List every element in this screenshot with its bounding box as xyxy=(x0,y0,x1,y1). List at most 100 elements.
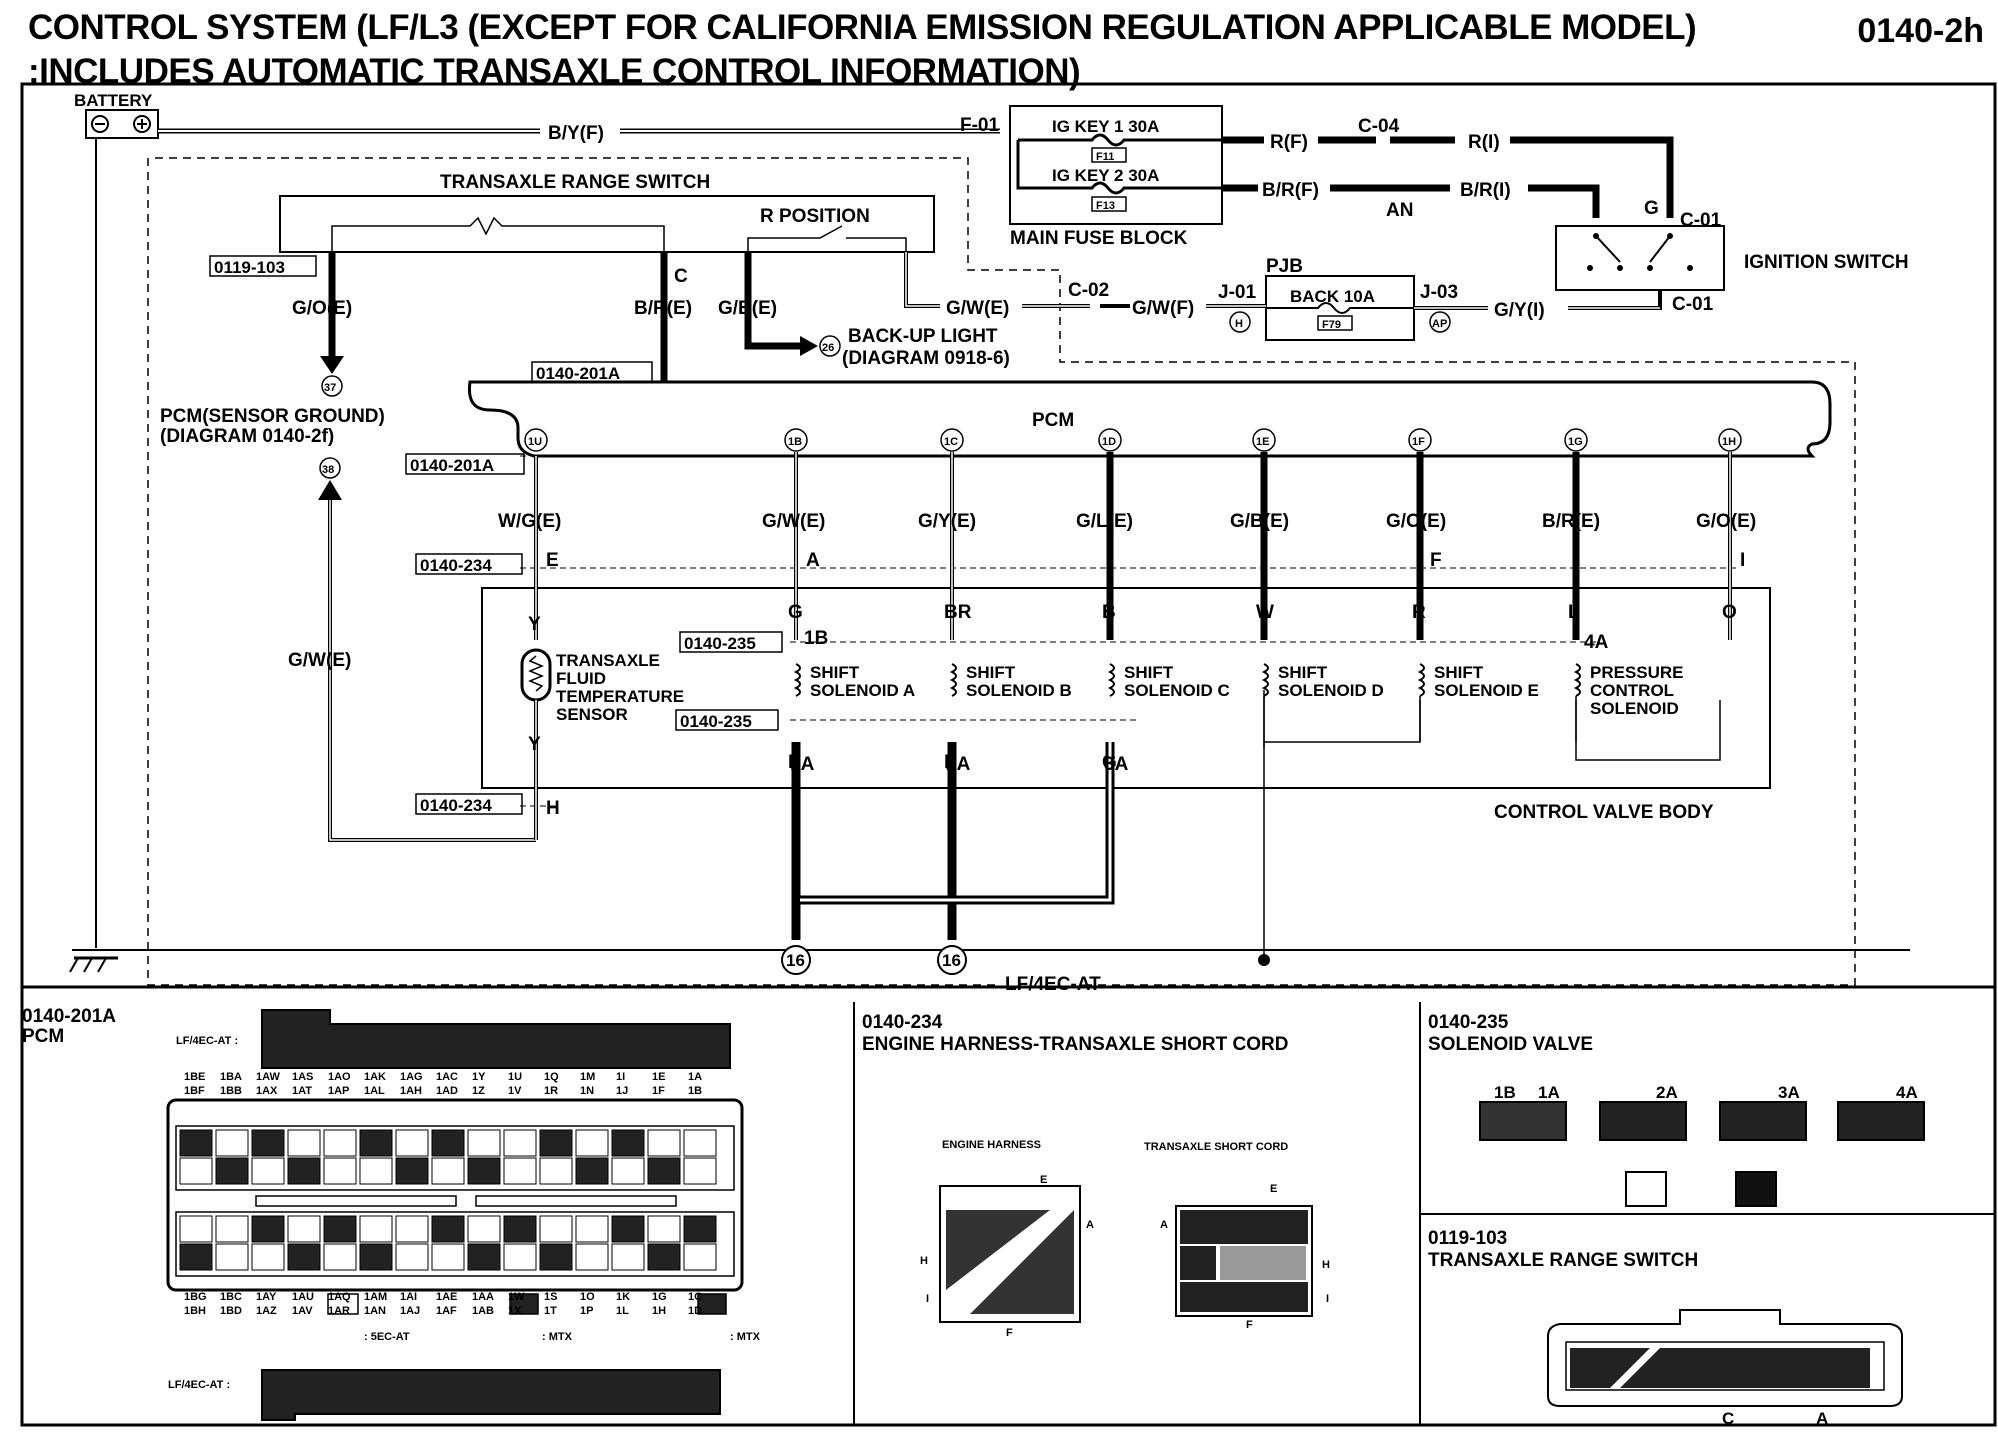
p1-pin-label: 1C xyxy=(688,1291,702,1303)
wire-byf-label: B/Y(F) xyxy=(548,123,604,144)
p4-c-label: C xyxy=(1722,1409,1734,1428)
p2-engine-harness: ENGINE HARNESS xyxy=(942,1139,1041,1151)
p2-code: 0140-234 xyxy=(862,1012,943,1033)
p1-pin-label: 1AA xyxy=(472,1291,494,1303)
p3-pin-3a: 3A xyxy=(1778,1083,1800,1102)
pcm-pin-marker xyxy=(1098,428,1122,452)
p1-pin-label: 1L xyxy=(616,1305,629,1317)
p4-range-switch-connector xyxy=(1547,1309,1903,1407)
pcm-pin-label: 1F xyxy=(1412,436,1425,448)
page-title: CONTROL SYSTEM (LF/L3 (EXCEPT FOR CALIFO… xyxy=(28,6,1728,94)
solenoid-label: SHIFT xyxy=(810,663,860,682)
minus-icon xyxy=(91,115,109,133)
p1-pin-label: 1E xyxy=(652,1071,665,1083)
pin-1b-label: 1B xyxy=(804,628,828,649)
r-position-label: R POSITION xyxy=(760,206,870,227)
pcm-label: PCM xyxy=(1032,410,1074,431)
svg-text:A: A xyxy=(1160,1219,1168,1231)
pcm-sensor-ground-label: PCM(SENSOR GROUND) xyxy=(160,406,385,427)
lf4ec-label: LF/4EC-AT xyxy=(1005,974,1101,995)
solenoid-label: SOLENOID B xyxy=(966,681,1072,700)
p1-pin-label: 1AZ xyxy=(256,1305,277,1317)
main-fuse-block-label: MAIN FUSE BLOCK xyxy=(1010,228,1188,249)
p3-name: SOLENOID VALVE xyxy=(1428,1034,1593,1055)
p2-short-cord-connector: E A H I F xyxy=(1160,1183,1330,1331)
pcm-wire-label: G/Y(E) xyxy=(918,511,976,532)
solenoid-label: SHIFT xyxy=(1434,663,1484,682)
svg-text:E: E xyxy=(1270,1183,1277,1195)
p1-pin-label: 1Y xyxy=(472,1071,486,1083)
solenoid-label: SOLENOID C xyxy=(1124,681,1230,700)
conn-0119-103: 0119-103 xyxy=(214,258,285,277)
pcm-pin-label: 1U xyxy=(528,436,542,448)
p1-pin-label: 1AG xyxy=(400,1071,423,1083)
p2-engine-harness-connector: E A H I F xyxy=(920,1174,1094,1339)
pin-letter-label: F xyxy=(1430,550,1442,571)
p1-pin-label: 1AR xyxy=(328,1305,350,1317)
pcm-pin-marker xyxy=(1408,428,1432,452)
pcm-pin-label: 1C xyxy=(944,436,958,448)
main-fuse-block: IG KEY 1 30A F11 IG KEY 2 30A F13 MAIN F… xyxy=(1009,105,1223,249)
control-valve-body-label: CONTROL VALVE BODY xyxy=(1494,802,1714,823)
p1-pin-label: 1BF xyxy=(184,1085,205,1097)
plus-icon xyxy=(133,115,151,133)
p1-pin-label: 1X xyxy=(508,1305,522,1317)
pcm-wire-label: G/O(E) xyxy=(1696,511,1756,532)
p1-pin-label: 1W xyxy=(508,1291,525,1303)
p1-code: 0140-201A xyxy=(22,1006,116,1027)
c01b-label: C-01 xyxy=(1672,294,1714,315)
wire-brf-label: B/R(F) xyxy=(1262,180,1319,201)
svg-text:H: H xyxy=(1322,1259,1330,1271)
wire-gwf-label: G/W(F) xyxy=(1132,298,1194,319)
solenoid-label: SOLENOID xyxy=(1590,699,1679,718)
wire-gwe-left-label: G/W(E) xyxy=(288,650,351,671)
p1-pin-label: 1T xyxy=(544,1305,557,1317)
p1-pin-label: 1AF xyxy=(436,1305,457,1317)
p1-pin-label: 1AS xyxy=(292,1071,313,1083)
f01-label: F-01 xyxy=(960,115,1000,136)
j03-ap-label: AP xyxy=(1432,318,1447,330)
pin-h-label: H xyxy=(546,798,560,819)
switch-c-label: C xyxy=(674,266,688,287)
p1-pin-label: 1F xyxy=(652,1085,665,1097)
pcm-pin-marker xyxy=(1564,428,1588,452)
backup-light-label: BACK-UP LIGHT xyxy=(848,326,998,347)
p1-pin-label: 1AM xyxy=(364,1291,387,1303)
pcm-pin-label: 1E xyxy=(1256,436,1269,448)
p1-pin-label: 1R xyxy=(544,1085,558,1097)
n38-label: 38 xyxy=(322,464,334,476)
svg-text:E: E xyxy=(1040,1174,1047,1186)
p1-lf-bot: LF/4EC-AT : xyxy=(168,1379,230,1391)
pcm-wire-label: G/B(E) xyxy=(1230,511,1289,532)
ignition-switch: G C-01 IGNITION SWITCH C-01 xyxy=(1555,198,1909,315)
pcm-box xyxy=(467,380,1832,458)
p1-pin-label: 1U xyxy=(508,1071,522,1083)
p1-pin-label: 1AJ xyxy=(400,1305,420,1317)
p3-pin-1a: 1A xyxy=(1538,1083,1560,1102)
svg-text:I: I xyxy=(1326,1293,1329,1305)
conn-234-top: 0140-234 xyxy=(420,556,492,575)
sensor-line-2: FLUID xyxy=(556,669,606,688)
svg-text:H: H xyxy=(920,1255,928,1267)
pcm-sensor-ground-diagram: (DIAGRAM 0140-2f) xyxy=(160,426,334,447)
conn-201a-switch: 0140-201A xyxy=(536,364,620,383)
p1-pin-label: 1AH xyxy=(400,1085,422,1097)
n37-label: 37 xyxy=(324,382,336,394)
n26-label: 26 xyxy=(822,342,834,354)
pcm-pin-label: 1D xyxy=(1102,436,1116,448)
control-valve-body xyxy=(481,587,1771,789)
solenoid-label: SHIFT xyxy=(1124,663,1174,682)
p1-pin-label: 1G xyxy=(652,1291,667,1303)
p1-pin-label: 1O xyxy=(580,1291,595,1303)
p1-pin-label: 1AT xyxy=(292,1085,312,1097)
p1-pin-label: 1AI xyxy=(400,1291,417,1303)
p1-pin-label: 1S xyxy=(544,1291,557,1303)
p1-pin-label: 1AB xyxy=(472,1305,494,1317)
battery: BATTERY xyxy=(74,91,159,139)
j01-label: J-01 xyxy=(1218,282,1256,303)
p4-code: 0119-103 xyxy=(1428,1228,1507,1249)
c01-label: C-01 xyxy=(1680,210,1722,231)
conn-234-bottom: 0140-234 xyxy=(420,796,492,815)
p1-pin-label: 1N xyxy=(580,1085,594,1097)
